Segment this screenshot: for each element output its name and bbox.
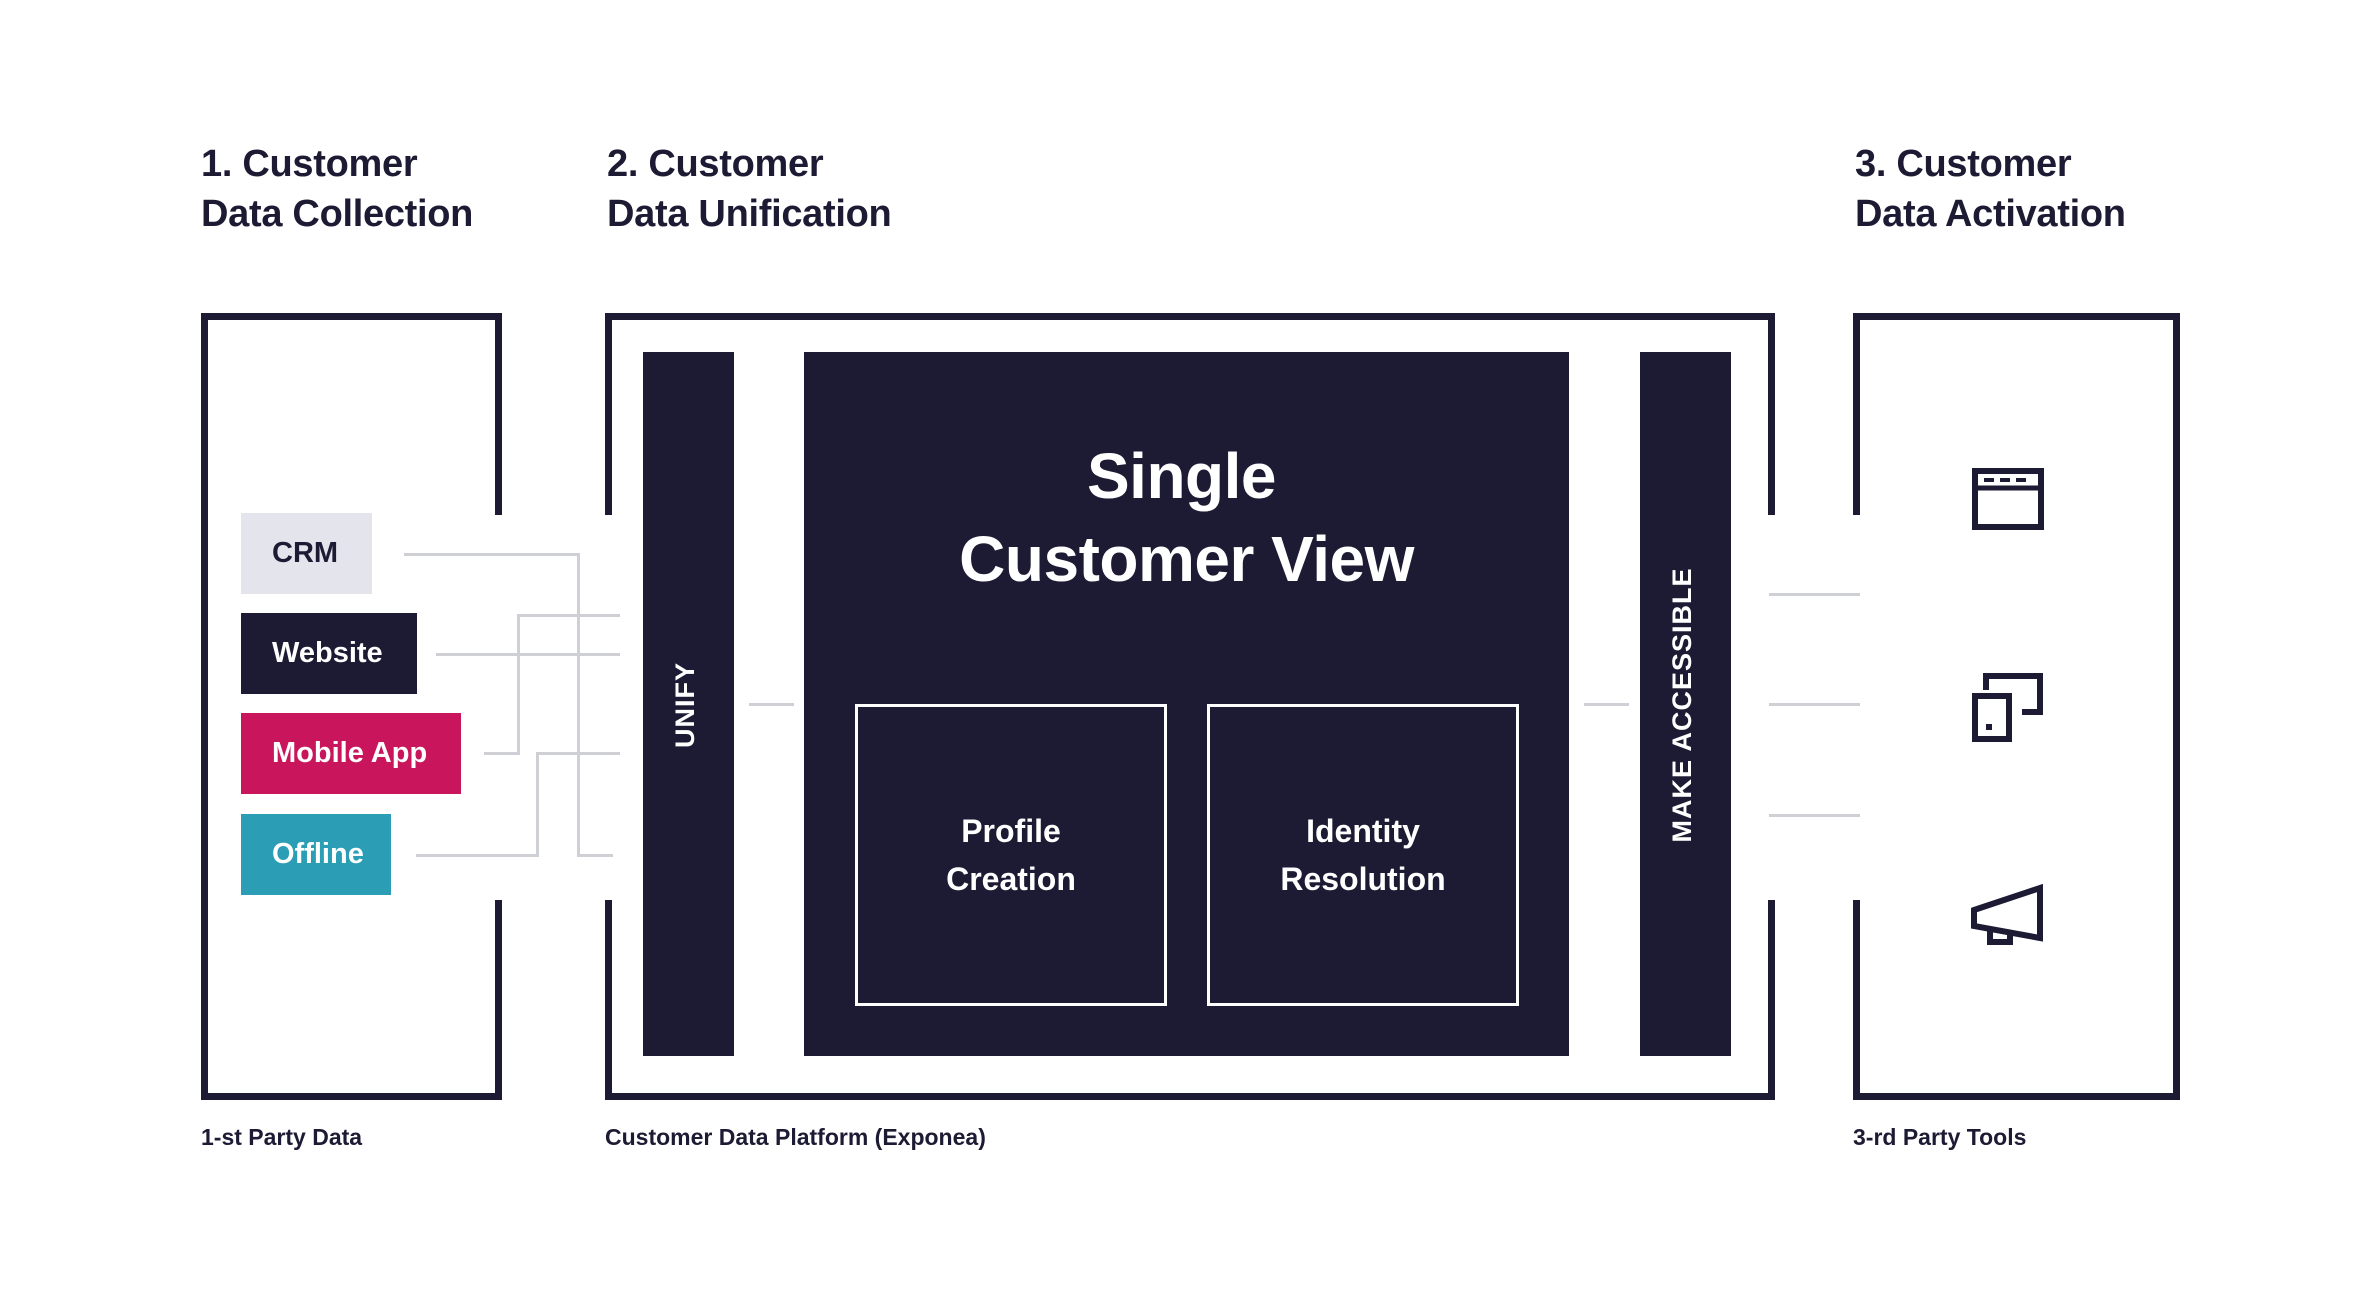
caption-first-party: 1-st Party Data [201,1124,363,1150]
caption-third-party: 3-rd Party Tools [1853,1124,2027,1150]
caption-platform: Customer Data Platform (Exponea) [605,1124,986,1150]
connector-line [577,553,580,856]
make-accessible-label: MAKE ACCESSIBLE [1667,567,1697,843]
connector-line [1769,814,1860,817]
single-customer-view-title: Single Customer View [804,435,1569,601]
connector-line [517,614,620,617]
heading-line: Data Collection [201,193,474,235]
title-line: Single [1086,440,1277,512]
connector-line [536,752,539,857]
unify-bar [643,352,734,1056]
heading-data-collection: 1. Customer Data Collection [201,139,473,239]
title-line: Customer View [959,523,1414,595]
third-party-frame-gap [1848,515,1864,900]
heading-line: 1. Customer [201,143,418,185]
box-line: Creation [946,861,1076,897]
heading-line: Data Unification [607,193,892,235]
source-offline[interactable]: Offline [241,814,391,895]
source-mobile-app[interactable]: Mobile App [241,713,461,794]
make-accessible-bar [1640,352,1731,1056]
identity-resolution-box: Identity Resolution [1207,704,1519,1006]
devices-icon [1972,673,2043,742]
unify-label: UNIFY [670,662,700,748]
heading-line: 3. Customer [1855,143,2072,185]
connector-line [1769,593,1860,596]
connector-line [416,854,539,857]
megaphone-icon [1971,884,2043,945]
connector-line [577,854,613,857]
browser-window-icon [1972,468,2044,530]
connector-line [749,703,794,706]
platform-frame-gap-left [600,515,616,900]
first-party-frame-gap [490,515,510,900]
connector-line [436,653,620,656]
connector-line [484,752,520,755]
heading-line: Data Activation [1855,193,2126,235]
connector-line [1584,703,1629,706]
first-party-frame [201,313,502,1100]
connector-line [536,752,620,755]
source-crm[interactable]: CRM [241,513,372,594]
box-line: Profile [961,813,1061,849]
connector-line [404,553,580,556]
profile-creation-box: Profile Creation [855,704,1167,1006]
heading-data-activation: 3. Customer Data Activation [1855,139,2126,239]
heading-data-unification: 2. Customer Data Unification [607,139,892,239]
box-line: Identity [1306,813,1420,849]
platform-frame-gap-right [1764,515,1780,900]
connector-line [517,614,520,755]
heading-line: 2. Customer [607,143,824,185]
source-website[interactable]: Website [241,613,417,694]
connector-line [1769,703,1860,706]
box-line: Resolution [1280,861,1446,897]
